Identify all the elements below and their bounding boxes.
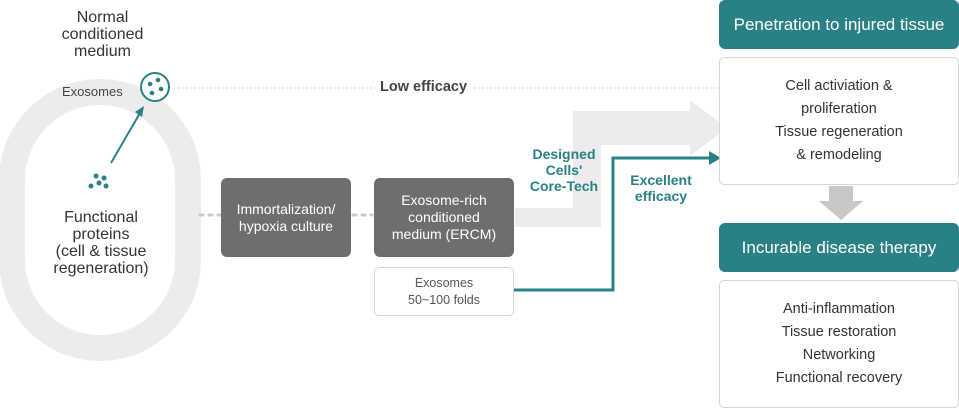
list-item: Tissue regeneration [775, 124, 903, 140]
exosome-icon [140, 72, 170, 102]
down-arrow [819, 186, 863, 220]
therapy-list: Anti-inflammation Tissue restoration Net… [719, 280, 959, 408]
list-item: & remodeling [796, 147, 882, 163]
list-item: proliferation [801, 101, 877, 117]
low-efficacy-label: Low efficacy [374, 79, 474, 95]
functional-proteins-label: Functional proteins (cell & tissue regen… [53, 209, 149, 277]
excellent-arrowhead [709, 151, 721, 165]
ercm-box: Exosome-rich conditioned medium (ERCM) [374, 178, 514, 257]
list-item: Tissue restoration [781, 324, 897, 340]
list-item: Functional recovery [775, 370, 903, 386]
exosomes-label: Exosomes [62, 84, 123, 99]
list-item: Cell activiation & [785, 78, 893, 94]
secretion-arrowhead [135, 106, 144, 117]
normal-medium-label: Normal conditioned medium [61, 9, 144, 60]
secretion-arrow [110, 112, 141, 164]
excellent-efficacy-label: Excellent efficacy [630, 172, 692, 204]
protein-dots-icon [88, 173, 109, 189]
exosomes-folds-box: Exosomes 50~100 folds [374, 267, 514, 316]
medium-ring [0, 79, 201, 361]
excellent-efficacy-arrow [514, 156, 712, 292]
list-item: Anti-inflammation [782, 301, 895, 317]
immortalization-box: Immortalization/ hypoxia culture [221, 178, 351, 257]
list-item: Networking [802, 347, 876, 363]
penetration-list: Cell activiation & proliferation Tissue … [719, 57, 959, 185]
penetration-header: Penetration to injured tissue [719, 0, 959, 49]
core-tech-arrow [515, 100, 727, 227]
therapy-header: Incurable disease therapy [719, 223, 959, 272]
designed-core-tech-label: Designed Cells' Core-Tech [529, 146, 599, 194]
